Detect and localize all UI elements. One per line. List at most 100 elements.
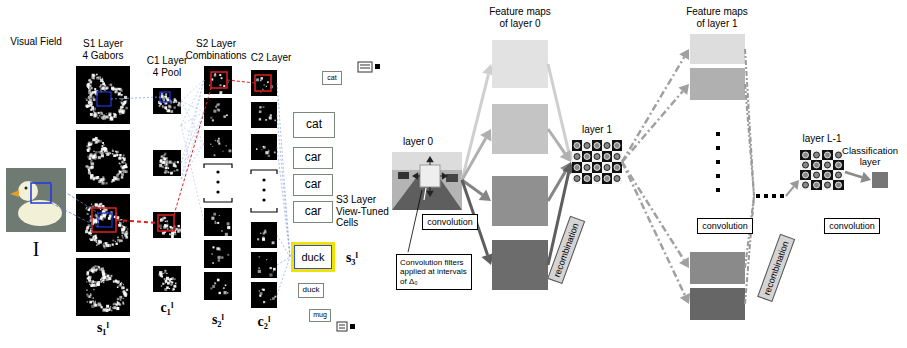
feature-speck (271, 267, 272, 268)
ellipsis-dot (716, 160, 720, 164)
feature-speck (119, 157, 122, 160)
feature-speck (263, 301, 265, 303)
feature-speck (163, 226, 166, 229)
feature-speck (119, 296, 122, 299)
feature-speck (112, 244, 113, 245)
arrow-line (786, 187, 794, 196)
map-cell (800, 180, 811, 190)
feature-speck (160, 103, 162, 105)
feature-speck (91, 284, 93, 286)
feature-speck (102, 78, 103, 79)
arrow-line (430, 162, 431, 165)
feature-speck (86, 99, 87, 100)
feature-speck (123, 155, 125, 157)
feature-speck (215, 106, 217, 108)
operation-box: convolution (422, 214, 478, 230)
feature-speck (125, 170, 128, 173)
feature-speck (108, 84, 109, 85)
arrow-head (560, 150, 571, 162)
feature-speck (110, 84, 112, 86)
feature-speck (122, 225, 124, 227)
feature-speck (119, 163, 120, 164)
feature-speck (95, 151, 97, 153)
feature-speck (101, 218, 103, 220)
feature-speck (112, 88, 115, 91)
feature-speck (121, 98, 123, 100)
feature-speck (169, 281, 172, 284)
feature-speck (213, 110, 216, 113)
feature-speck (178, 229, 181, 232)
feature-speck (96, 283, 99, 286)
feature-speck (89, 281, 91, 283)
arrow-head (679, 257, 689, 268)
feature-speck (98, 140, 100, 142)
symbol-label: s₃ˡ (346, 250, 358, 266)
feature-speck (262, 289, 264, 291)
view-tuned-cell: car (293, 201, 333, 223)
feature-image (251, 282, 277, 308)
map-cell (800, 170, 811, 180)
feature-speck (169, 233, 171, 235)
view-tuned-cell: cat (322, 71, 342, 85)
link-line (181, 112, 204, 179)
image-label: Visual Field (10, 36, 62, 48)
feature-speck (161, 155, 163, 157)
map-cell (833, 180, 844, 190)
layer-label: layer 0 (403, 136, 433, 148)
feature-speck (88, 150, 89, 151)
feature-speck (115, 151, 117, 153)
feature-speck (95, 176, 98, 179)
feature-speck (89, 158, 91, 160)
map-cell (800, 160, 811, 170)
layer-label: Feature maps of layer 0 (486, 6, 554, 29)
feature-speck (272, 297, 275, 300)
feature-speck (275, 120, 277, 122)
map-unit (594, 165, 600, 171)
ellipsis-dot (262, 188, 265, 191)
map-unit (604, 143, 610, 149)
feature-speck (97, 117, 98, 118)
ellipsis-dot (716, 146, 720, 150)
feature-speck (96, 242, 97, 243)
feature-speck (88, 89, 90, 91)
feature-speck (260, 80, 262, 82)
feature-speck (222, 151, 223, 152)
feature-speck (105, 309, 108, 312)
feature-speck (123, 222, 124, 223)
icon-mark (350, 324, 355, 329)
feature-speck (173, 285, 176, 288)
feature-speck (175, 228, 178, 231)
feature-speck (119, 239, 121, 241)
arrow-line (418, 176, 420, 177)
bracket (251, 208, 277, 212)
feature-speck (217, 256, 220, 259)
layer-label: C2 Layer (251, 52, 292, 64)
feature-speck (92, 297, 93, 298)
feature-speck (98, 156, 101, 159)
feature-speck (223, 85, 225, 87)
feature-speck (266, 86, 267, 87)
feature-speck (227, 222, 230, 225)
feature-speck (214, 282, 216, 284)
feature-speck (119, 284, 121, 286)
feature-speck (178, 102, 180, 104)
map-cell (592, 173, 602, 184)
feature-speck (170, 226, 172, 228)
feature-speck (101, 154, 104, 157)
feature-speck (119, 156, 122, 159)
view-tuned-cell: car (293, 147, 333, 169)
feature-speck (90, 104, 93, 107)
feature-speck (95, 235, 97, 237)
photo-ground (392, 152, 462, 210)
symbol-label: s₂ˡ (212, 312, 224, 328)
feature-speck (93, 139, 95, 141)
feature-speck (120, 101, 121, 102)
feature-speck (103, 277, 105, 279)
feature-speck (118, 94, 119, 95)
feature-speck (172, 162, 174, 164)
feature-speck (101, 151, 103, 153)
feature-speck (106, 305, 109, 308)
feature-speck (115, 241, 116, 242)
operation-box: convolution (824, 218, 880, 234)
node-text: mug (313, 311, 327, 319)
